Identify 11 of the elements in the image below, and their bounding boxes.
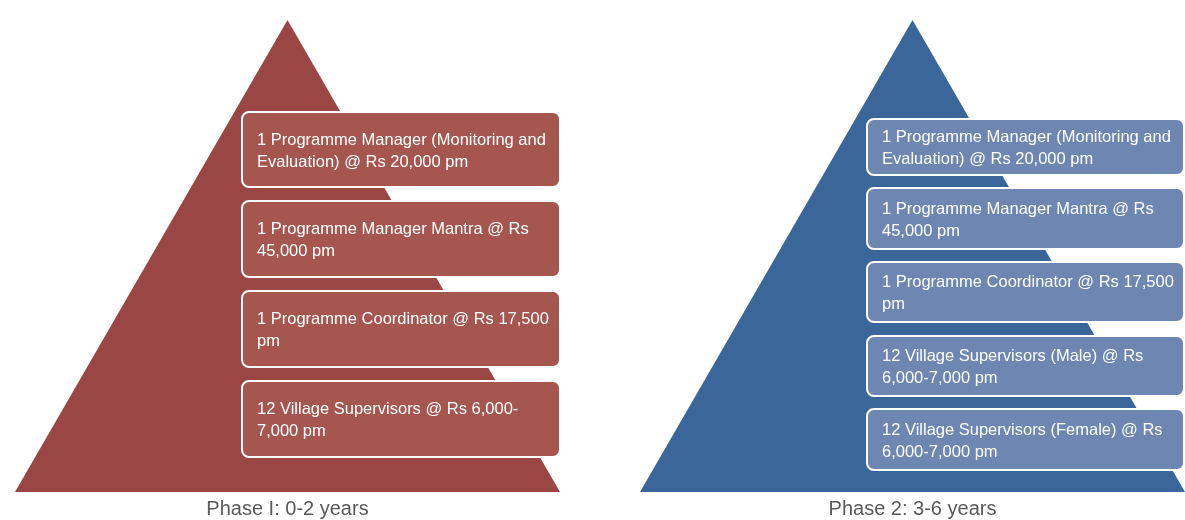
role-box: 12 Village Supervisors @ Rs 6,000-7,000 pm — [241, 380, 561, 458]
role-box: 1 Programme Coordinator @ Rs 17,500 pm — [866, 261, 1185, 323]
role-box: 1 Programme Coordinator @ Rs 17,500 pm — [241, 290, 561, 368]
role-box: 1 Programme Manager Mantra @ Rs 45,000 pm — [866, 187, 1185, 250]
role-box: 12 Village Supervisors (Female) @ Rs 6,000-7,000 pm — [866, 408, 1185, 471]
role-box: 1 Programme Manager (Monitoring and Evaluation) @ Rs 20,000 pm — [241, 111, 561, 188]
phase-caption: Phase I: 0-2 years — [205, 497, 370, 520]
role-box: 1 Programme Manager (Monitoring and Evaluation) @ Rs 20,000 pm — [866, 118, 1185, 176]
role-box: 12 Village Supervisors (Male) @ Rs 6,000-7,000 pm — [866, 335, 1185, 397]
phase-caption: Phase 2: 3-6 years — [827, 497, 998, 520]
role-box: 1 Programme Manager Mantra @ Rs 45,000 pm — [241, 200, 561, 278]
